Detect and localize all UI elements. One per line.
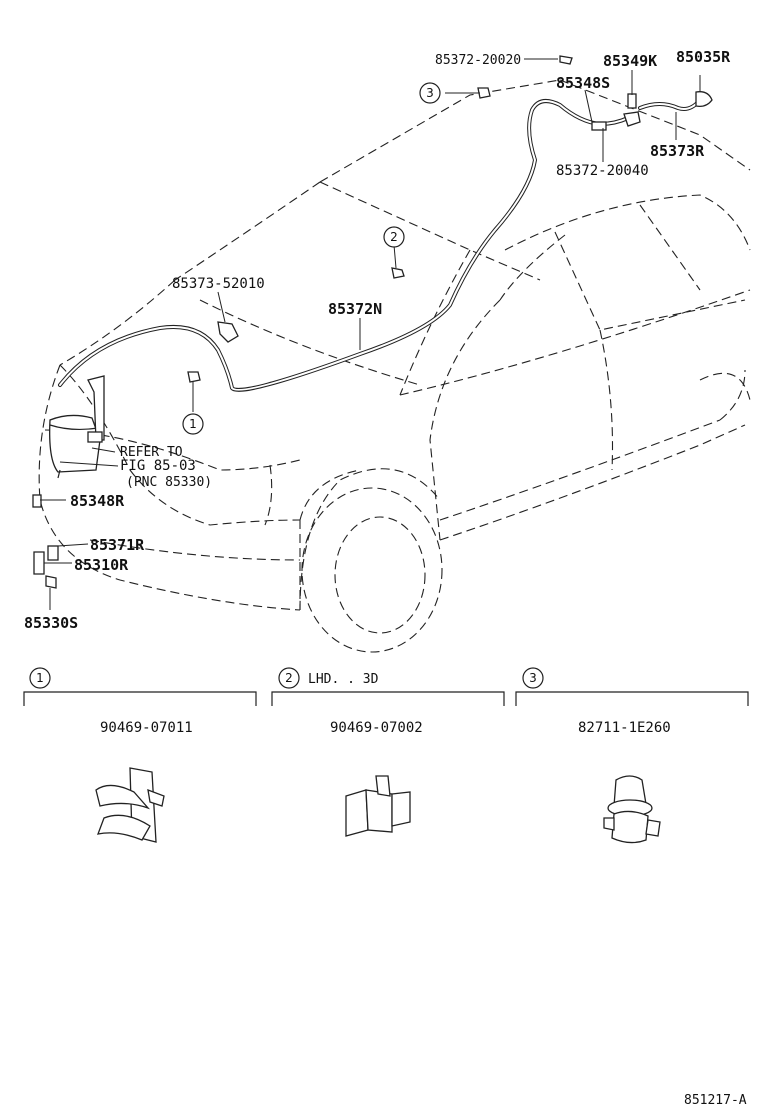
part-labels: 85372-20020 85349K 85035R 85348S 85373R … <box>24 48 731 632</box>
refer-text-line2: FIG 85-03 <box>120 458 196 474</box>
section-3-bracket <box>515 691 749 706</box>
section-2-bracket <box>271 691 505 706</box>
callout-1-marker: 1 <box>182 413 204 435</box>
section-2-number: 2 <box>285 671 293 685</box>
washer-tank <box>49 375 105 479</box>
section-1-part-number: 90469-07011 <box>100 720 193 736</box>
detail-section-1: 1 90469-07011 <box>23 667 257 843</box>
label-85035r: 85035R <box>676 48 731 66</box>
car-body-outline <box>38 79 751 653</box>
callout-1-number: 1 <box>189 417 197 431</box>
section-1-bracket <box>23 691 257 706</box>
refer-text-line1: REFER TO <box>120 445 183 460</box>
label-85373-52010: 85373-52010 <box>172 276 265 292</box>
label-85310r: 85310R <box>74 556 129 574</box>
figure-code: 851217-A <box>684 1093 747 1108</box>
section-1-marker: 1 <box>29 667 51 689</box>
clip-82711-1e260-icon <box>603 775 661 844</box>
washer-hose <box>58 98 702 392</box>
clip-90469-07002-icon <box>345 775 411 837</box>
detail-section-3: 3 82711-1E260 <box>515 667 749 844</box>
label-85348r: 85348R <box>70 492 125 510</box>
section-2-marker: 2 <box>278 667 300 689</box>
callout-3-marker: 3 <box>419 82 441 104</box>
label-85348s: 85348S <box>556 74 610 92</box>
callout-3-number: 3 <box>426 86 434 100</box>
section-2-part-number: 90469-07002 <box>330 720 423 736</box>
label-85372n: 85372N <box>328 300 382 318</box>
label-85373r: 85373R <box>650 142 705 160</box>
label-85372-20020: 85372-20020 <box>435 53 521 68</box>
refer-text-line3: (PNC 85330) <box>126 475 212 490</box>
label-85349k: 85349K <box>603 52 657 70</box>
callout-2-number: 2 <box>390 230 398 244</box>
label-85371r: 85371R <box>90 536 145 554</box>
clip-90469-07011-icon <box>95 767 165 843</box>
small-parts <box>32 55 713 589</box>
section-3-number: 3 <box>529 671 537 685</box>
section-1-number: 1 <box>36 671 44 685</box>
section-3-marker: 3 <box>522 667 544 689</box>
callout-2-marker: 2 <box>383 226 405 248</box>
label-85372-20040: 85372-20040 <box>556 163 649 179</box>
detail-section-2: 2 LHD. . 3D 90469-07002 <box>271 667 505 837</box>
section-3-part-number: 82711-1E260 <box>578 720 671 736</box>
label-85330s: 85330S <box>24 614 78 632</box>
leader-lines <box>40 58 701 610</box>
section-2-condition: LHD. . 3D <box>308 672 379 687</box>
